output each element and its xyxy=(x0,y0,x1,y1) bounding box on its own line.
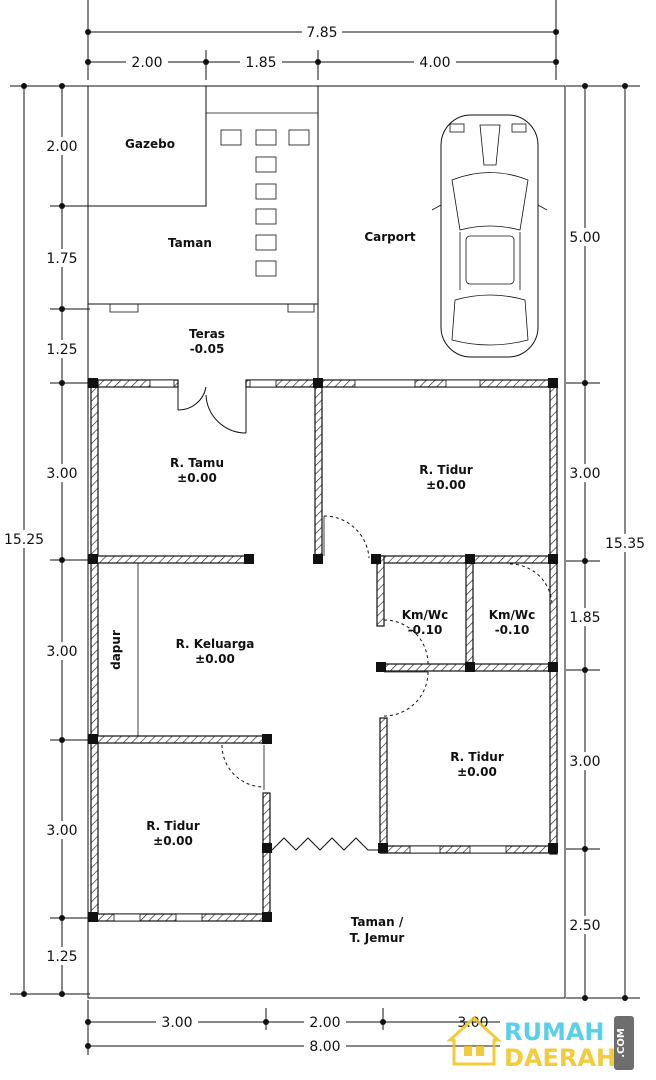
left-dimension-1: 2.00 xyxy=(46,139,77,155)
bottom-dimension-2: 2.00 xyxy=(309,1015,340,1031)
left-total-dimension: 15.25 xyxy=(4,532,44,548)
left-dimension-6: 3.00 xyxy=(46,823,77,839)
site-outline xyxy=(87,85,566,999)
watermark-word-1: RUMAH xyxy=(504,1018,605,1046)
top-dimension-1: 2.00 xyxy=(131,55,162,71)
kitchen-counter xyxy=(97,562,139,737)
label-dapur: dapur xyxy=(109,630,123,670)
label-ruang-tidur-2-level: ±0.00 xyxy=(457,765,497,779)
windows xyxy=(113,379,507,922)
bottom-dimension-1: 3.00 xyxy=(161,1015,192,1031)
watermark-word-2: DAERAH xyxy=(504,1044,616,1072)
left-dimension-4: 3.00 xyxy=(46,466,77,482)
label-ruang-tidur-3-level: ±0.00 xyxy=(153,834,193,848)
label-kmwc-1: Km/Wc xyxy=(402,608,449,622)
label-ruang-tamu-level: ±0.00 xyxy=(177,471,217,485)
stepping-stones xyxy=(220,129,310,277)
label-teras: Teras xyxy=(189,327,225,341)
top-dimension-3: 4.00 xyxy=(419,55,450,71)
left-dimension-3: 1.25 xyxy=(46,342,77,358)
watermark-domain: .COM xyxy=(616,1028,627,1058)
car-icon xyxy=(431,114,548,358)
bottom-dimension-lines xyxy=(85,1000,500,1055)
left-dimension-5: 3.00 xyxy=(46,644,77,660)
label-kmwc-2-level: -0.10 xyxy=(495,623,530,637)
label-kmwc-1-level: -0.10 xyxy=(408,623,443,637)
right-dimension-2: 3.00 xyxy=(569,466,600,482)
rumahdaerah-logo: RUMAH DAERAH .COM xyxy=(446,1015,634,1072)
right-dimension-5: 2.50 xyxy=(569,918,600,934)
label-carport: Carport xyxy=(364,230,416,244)
right-dimension-4: 3.00 xyxy=(569,754,600,770)
left-dimension-2: 1.75 xyxy=(46,251,77,267)
label-gazebo: Gazebo xyxy=(125,137,175,151)
right-dimension-1: 5.00 xyxy=(569,230,600,246)
label-kmwc-2: Km/Wc xyxy=(489,608,536,622)
label-ruang-tidur-1: R. Tidur xyxy=(419,463,473,477)
bottom-total-dimension: 8.00 xyxy=(309,1039,340,1055)
label-ruang-keluarga-level: ±0.00 xyxy=(195,652,235,666)
top-dimension-2: 1.85 xyxy=(245,55,276,71)
label-taman: Taman xyxy=(168,236,212,250)
label-ruang-tidur-3: R. Tidur xyxy=(146,819,200,833)
top-total-dimension: 7.85 xyxy=(306,25,337,41)
label-ruang-tamu: R. Tamu xyxy=(170,456,224,470)
label-taman-jemur-2: T. Jemur xyxy=(350,931,405,945)
label-ruang-keluarga: R. Keluarga xyxy=(176,637,255,651)
label-ruang-tidur-2: R. Tidur xyxy=(450,750,504,764)
label-ruang-tidur-1-level: ±0.00 xyxy=(426,478,466,492)
right-total-dimension: 15.35 xyxy=(605,536,645,552)
label-taman-jemur: Taman / xyxy=(351,915,404,929)
columns xyxy=(88,378,558,922)
right-dimension-3: 1.85 xyxy=(569,610,600,626)
doors xyxy=(177,386,553,851)
label-teras-level: -0.05 xyxy=(190,342,225,356)
left-dimension-7: 1.25 xyxy=(46,949,77,965)
